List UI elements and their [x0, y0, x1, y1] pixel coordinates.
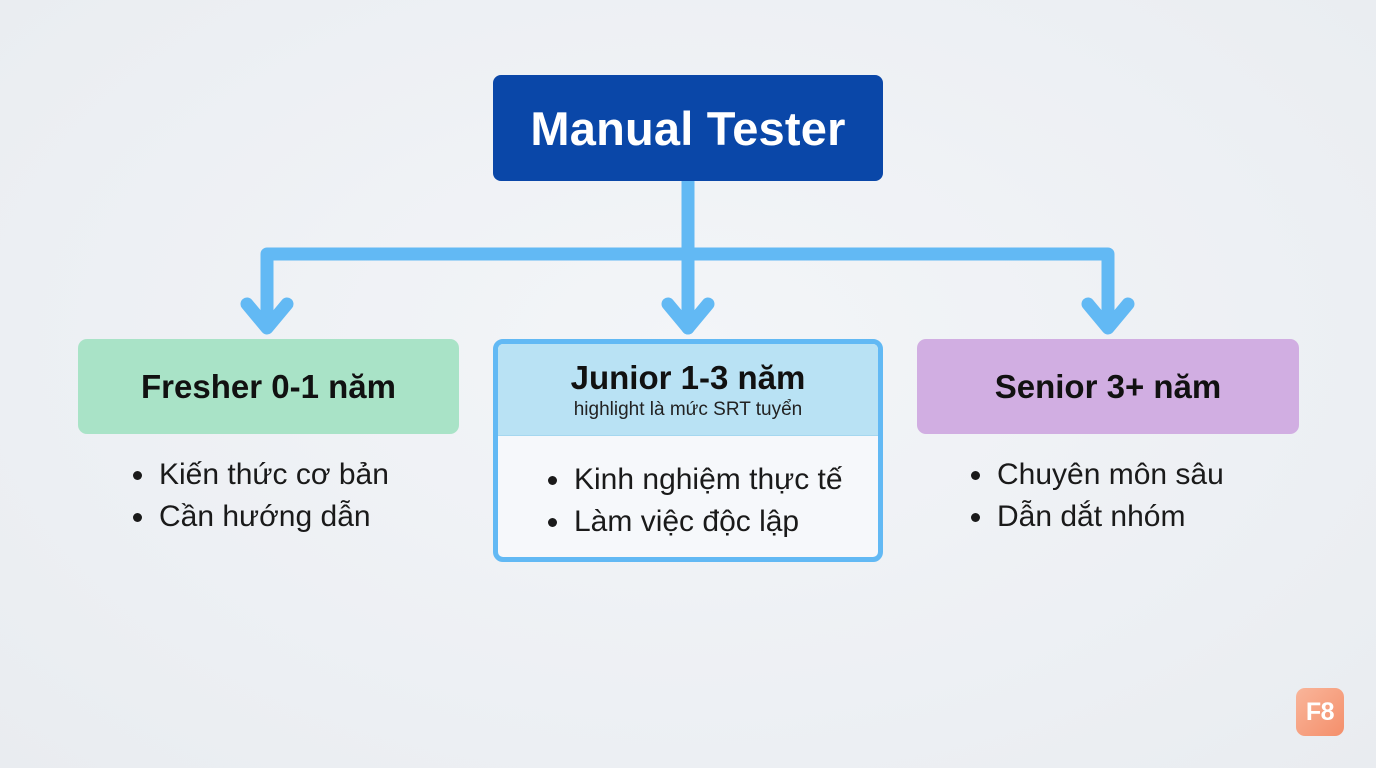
- level-senior-box: Senior 3+ năm: [917, 339, 1299, 434]
- list-item: Kiến thức cơ bản: [133, 454, 389, 496]
- arrowhead-left: [240, 297, 294, 335]
- fresher-bullet-list: Kiến thức cơ bản Cần hướng dẫn: [133, 454, 389, 538]
- level-junior-header: Junior 1-3 năm highlight là mức SRT tuyể…: [498, 344, 878, 436]
- logo-text: F8: [1305, 697, 1335, 726]
- list-item: Kinh nghiệm thực tế: [548, 459, 843, 501]
- list-item: Dẫn dắt nhóm: [971, 496, 1224, 538]
- level-junior-card: Junior 1-3 năm highlight là mức SRT tuyể…: [493, 339, 883, 562]
- level-fresher-box: Fresher 0-1 năm: [78, 339, 459, 434]
- branch-bar-line: [260, 247, 1115, 325]
- list-item: Cần hướng dẫn: [133, 496, 389, 538]
- arrowhead-right: [1081, 297, 1135, 335]
- root-title: Manual Tester: [530, 101, 846, 155]
- level-junior-note: highlight là mức SRT tuyển: [573, 398, 803, 420]
- root-node-manual-tester: Manual Tester: [493, 75, 883, 181]
- level-fresher-title: Fresher 0-1 năm: [141, 367, 396, 405]
- list-item: Chuyên môn sâu: [971, 454, 1224, 496]
- senior-bullet-list: Chuyên môn sâu Dẫn dắt nhóm: [971, 454, 1224, 538]
- arrowhead-center: [661, 297, 715, 335]
- level-junior-title: Junior 1-3 năm: [570, 358, 806, 396]
- level-senior-title: Senior 3+ năm: [994, 367, 1222, 405]
- junior-bullet-list: Kinh nghiệm thực tế Làm việc độc lập: [548, 459, 843, 543]
- f8-logo: F8: [1296, 688, 1344, 736]
- list-item: Làm việc độc lập: [548, 501, 843, 543]
